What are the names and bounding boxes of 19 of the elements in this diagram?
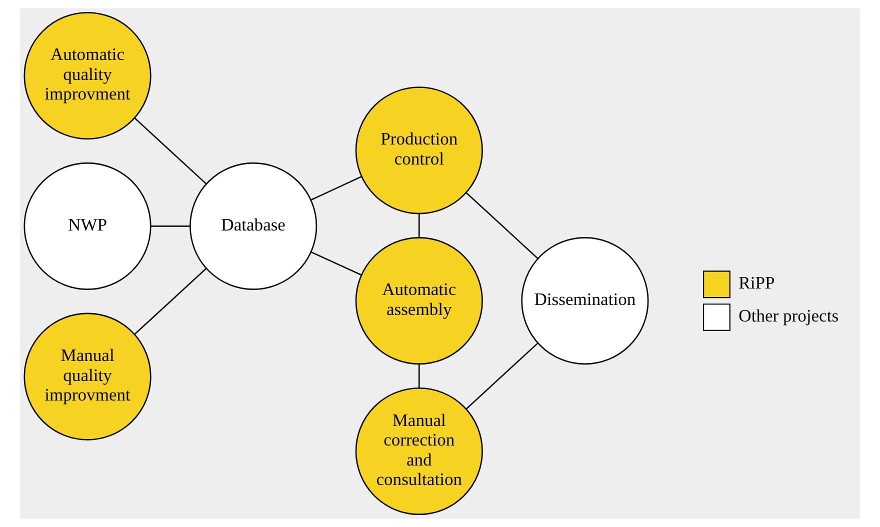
- legend-label: RiPP: [738, 272, 775, 293]
- connector: [134, 268, 207, 335]
- connector: [418, 214, 420, 238]
- node-circle: Automatic quality improvment: [24, 12, 152, 140]
- connector: [310, 251, 362, 276]
- connector: [150, 226, 190, 227]
- node-circle: NWP: [24, 162, 152, 290]
- node-circle: Database: [190, 162, 318, 290]
- node-circle: Production control: [355, 86, 483, 214]
- legend-label: Other projects: [738, 305, 839, 326]
- connector: [310, 176, 362, 200]
- connector: [466, 192, 538, 260]
- connector: [418, 364, 420, 388]
- node-circle: Dissemination: [521, 237, 649, 365]
- connector: [466, 342, 538, 410]
- connector: [134, 118, 207, 184]
- node-circle: Automatic assembly: [355, 237, 483, 365]
- node-circle: Manual correction and consultation: [355, 387, 483, 516]
- node-circle: Manual quality improvment: [24, 312, 152, 440]
